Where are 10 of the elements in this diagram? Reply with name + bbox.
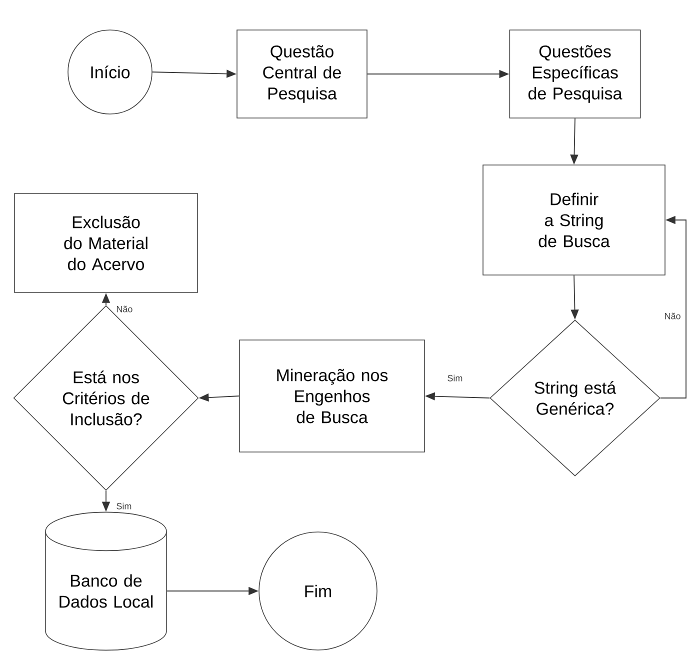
edge-label: Sim [446,374,464,382]
edge-label: Sim [115,502,133,510]
process-box: Mineração nos Engenhos de Busca [239,340,425,452]
edge-label: Não [115,304,134,314]
edge-label: Não [663,312,682,320]
process-box: Definir a String de Busca [482,164,666,276]
process-box: Exclusão do Material do Acervo [14,193,198,293]
process-box: Questões Específicas de Pesquisa [509,30,641,118]
database-cylinder: Banco de Dados Local [45,512,167,651]
process-box: Questão Central de Pesquisa [236,30,368,118]
